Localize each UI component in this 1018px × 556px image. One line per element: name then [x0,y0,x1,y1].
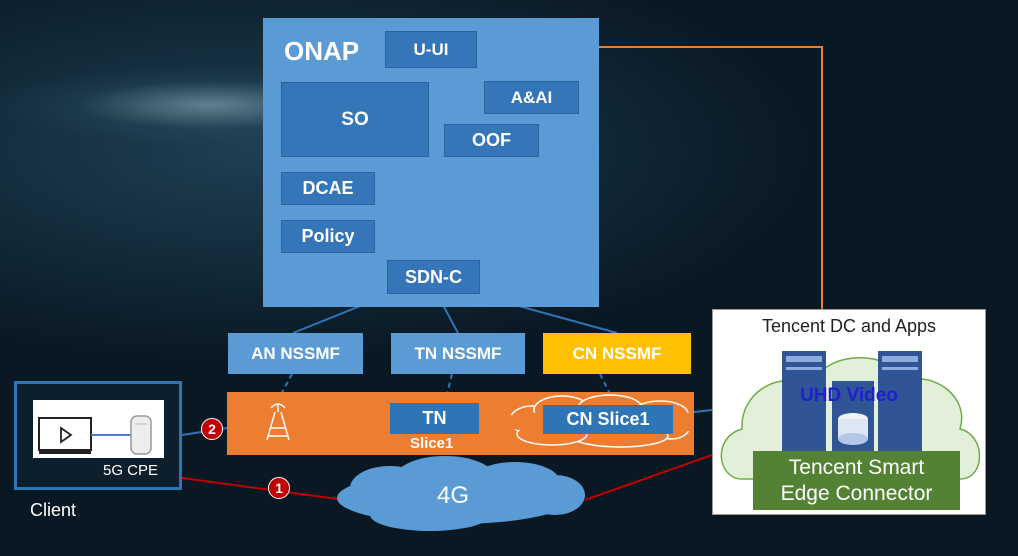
tencent-graphics [720,351,981,480]
tn-slice-sub: Slice1 [410,435,454,452]
cn-slice-dash [599,373,614,401]
path-marker-1: 1 [268,477,290,499]
edge-connector-box: Tencent Smart Edge Connector [753,451,960,510]
tn-slice-dash [444,373,453,403]
cpe-router-icon [130,415,152,455]
server-rack-icon [782,351,922,461]
dcae-box: DCAE [281,172,375,205]
cn-nssmf-box: CN NSSMF [543,333,691,374]
edge-connector-line1: Tencent Smart [788,455,925,479]
cn-slice-box: CN Slice1 [543,405,673,434]
path-4g-right [584,454,713,501]
tn-slice-box: TN [390,403,479,434]
an-slice-dash [277,373,293,401]
tencent-uui-arrow [490,46,823,309]
antenna-tower-icon [266,403,290,441]
cpe-label: 5G CPE [103,462,159,479]
play-icon [60,426,73,444]
cloud-4g-label: 4G [437,482,470,509]
aai-box: A&AI [484,81,579,114]
tencent-title: Tencent DC and Apps [761,316,937,336]
oof-box: OOF [444,124,539,157]
client-caption: Client [30,500,77,520]
onap-title: ONAP [284,36,360,66]
path-4g-left [181,477,346,501]
monitor-icon [38,417,92,454]
uui-box: U-UI [385,31,477,68]
policy-box: Policy [281,220,375,253]
sdnc-box: SDN-C [387,260,480,294]
edge-connector-line2: Edge Connector [780,481,933,505]
so-box: SO [281,82,429,157]
tn-nssmf-box: TN NSSMF [391,333,525,374]
client-devices [38,415,152,455]
uhd-video-label: UHD Video [800,385,898,406]
an-nssmf-box: AN NSSMF [228,333,363,374]
band-tencent-link [693,409,713,413]
cloud-4g-shape [337,456,585,531]
path-marker-2: 2 [201,418,223,440]
